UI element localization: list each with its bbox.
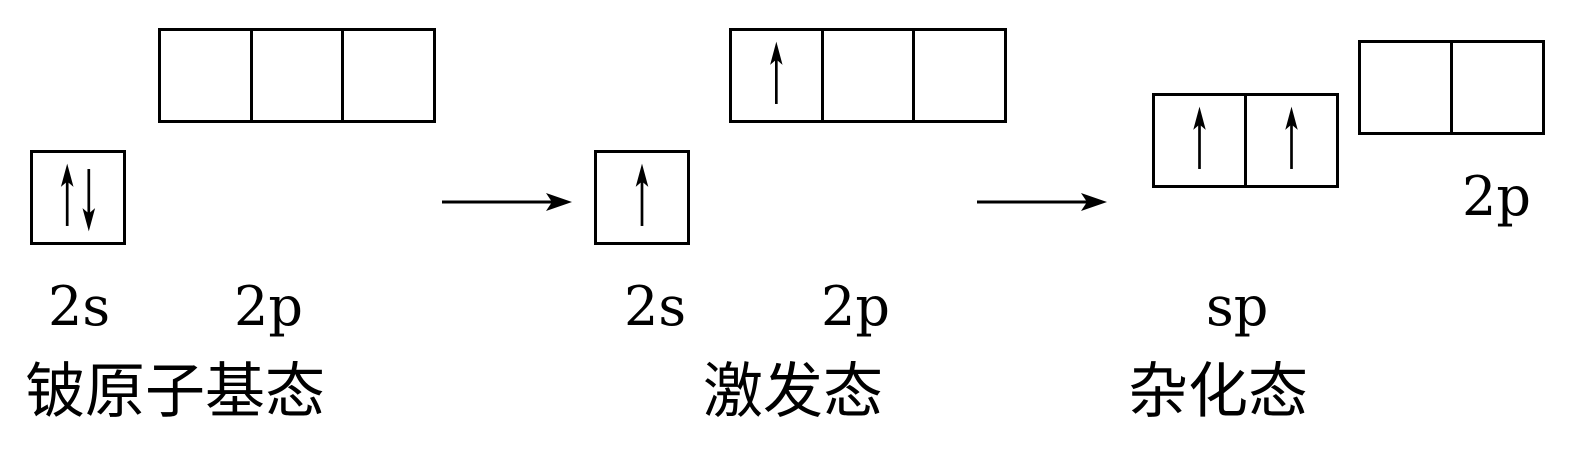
orbital-cell xyxy=(341,31,433,120)
excited-2s-box xyxy=(594,150,690,245)
hybrid-2p-box xyxy=(1358,40,1545,135)
orbital-cell xyxy=(161,31,250,120)
orbital-cell xyxy=(912,31,1004,120)
transition-arrow-2 xyxy=(977,193,1107,211)
transition-arrow-1 xyxy=(442,193,572,211)
ground-state-label: 铍原子基态 xyxy=(25,357,325,427)
electron-up-arrow xyxy=(1193,106,1206,169)
orbital-cell xyxy=(249,31,342,120)
excited-2p-box xyxy=(729,28,1007,123)
ground-2p-label: 2p xyxy=(234,275,303,338)
excited-state-label: 激发态 xyxy=(703,357,883,427)
ground-2p-box xyxy=(158,28,436,123)
orbital-cell xyxy=(732,31,821,120)
electron-up-arrow xyxy=(1285,106,1298,169)
electron-up-arrow xyxy=(770,41,783,104)
ground-2s-label: 2s xyxy=(48,275,111,338)
orbital-cell xyxy=(597,153,687,242)
hybrid-sp-box xyxy=(1152,93,1339,188)
hybrid-state-label: 杂化态 xyxy=(1128,357,1308,427)
electron-up-arrow xyxy=(635,163,649,226)
orbital-cell xyxy=(33,153,123,242)
excited-2s-label: 2s xyxy=(624,275,687,338)
electron-pair-arrows xyxy=(60,163,96,232)
orbital-cell xyxy=(1244,96,1336,185)
orbital-cell xyxy=(1155,96,1244,185)
hybrid-sp-label: sp xyxy=(1206,275,1269,338)
excited-2p-label: 2p xyxy=(821,275,890,338)
orbital-cell xyxy=(1450,43,1542,132)
orbital-cell xyxy=(820,31,913,120)
ground-2s-box xyxy=(30,150,126,245)
orbital-cell xyxy=(1361,43,1450,132)
hybrid-2p-label: 2p xyxy=(1462,165,1531,228)
